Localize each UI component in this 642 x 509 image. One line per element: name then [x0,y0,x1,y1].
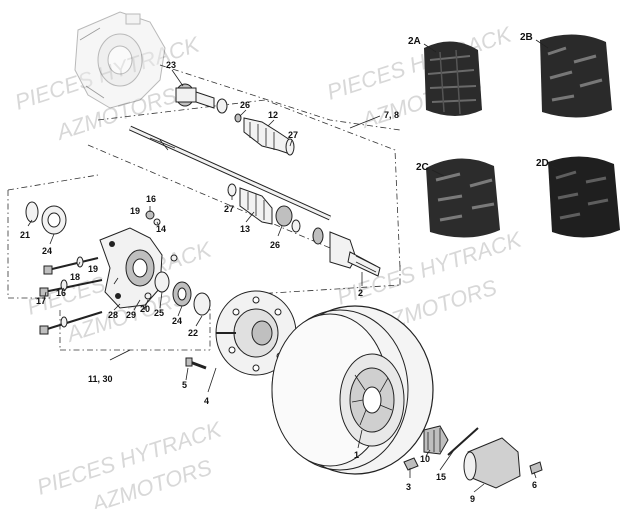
label-2b: 2B [520,32,533,43]
callout-5: 5 [182,380,187,390]
upper-cv-assembly [175,83,295,156]
callout-4: 4 [204,396,209,406]
part-3-nut [403,457,419,471]
callout-19-lower: 19 [88,264,98,274]
callout-22: 22 [188,328,198,338]
driveshaft-part-2 [128,125,332,221]
outline-hub-top [7,174,99,191]
callout-23: 23 [166,60,176,70]
part-26-clamp-b [275,205,293,227]
callout-1: 1 [354,450,359,460]
part-21-seal [25,201,39,223]
tire-variant-2d [548,156,620,238]
callout-20: 20 [140,304,150,314]
callout-7-8: 7, 8 [384,110,399,120]
callout-18: 18 [70,272,80,282]
gearbox-housing [74,11,166,109]
callout-labels: 23 26 12 27 7, 8 27 13 26 2 21 24 16 19 … [20,60,537,504]
callout-28: 28 [108,310,118,320]
callout-2: 2 [358,288,363,298]
callout-29: 29 [126,310,136,320]
lower-cv-assembly [227,183,381,277]
part-26-clamp-a [216,98,228,114]
hub-nut-part-10 [423,425,449,455]
outline-driveshaft-top [159,64,401,131]
callout-27-upper: 27 [288,130,298,140]
callout-24-left: 24 [42,246,52,256]
callout-26-lower: 26 [270,240,280,250]
part-6-bolt [529,461,543,475]
callout-26-upper: 26 [240,100,250,110]
callout-13: 13 [240,224,250,234]
callout-15: 15 [436,472,446,482]
callout-3: 3 [406,482,411,492]
callout-6: 6 [532,480,537,490]
label-2c: 2C [416,162,429,173]
assembly-outlines [7,64,401,351]
hub-disc-part-4 [215,290,297,376]
left-bolts [39,210,178,335]
knuckle-part-28 [99,227,163,309]
callout-19-upper: 19 [130,206,140,216]
tire-variant-2c [426,158,500,238]
cotter-pin-part-15 [447,427,479,456]
callout-10: 10 [420,454,430,464]
part-22 [193,292,211,316]
small-parts [403,457,543,475]
part-27-clamp-a [285,138,295,156]
part-25 [154,271,170,293]
tire-variant-2a [424,41,482,116]
left-bearings [25,201,67,235]
tire-variant-labels: 2A 2B 2C 2D [408,32,563,177]
callout-27-lower: 27 [224,204,234,214]
label-2a: 2A [408,36,421,47]
part-12-boot [243,117,291,155]
callout-17: 17 [36,296,46,306]
hub-cap-part-9 [463,437,521,489]
part-27-clamp-b [227,183,237,197]
callout-21: 21 [20,230,30,240]
stud-part-5 [185,357,207,370]
callout-9: 9 [470,494,475,504]
label-2d: 2D [536,158,549,169]
wheel-part-1 [271,305,434,475]
callout-16-upper: 16 [146,194,156,204]
callout-11-30: 11, 30 [88,374,113,384]
callout-14: 14 [156,224,166,234]
tire-variant-2b [540,34,612,118]
callout-24-right: 24 [172,316,182,326]
outline-driveshaft-box [97,99,401,269]
callout-16-lower: 16 [56,288,66,298]
callout-25: 25 [154,308,164,318]
leader-lines [27,69,537,493]
callout-12: 12 [268,110,278,120]
